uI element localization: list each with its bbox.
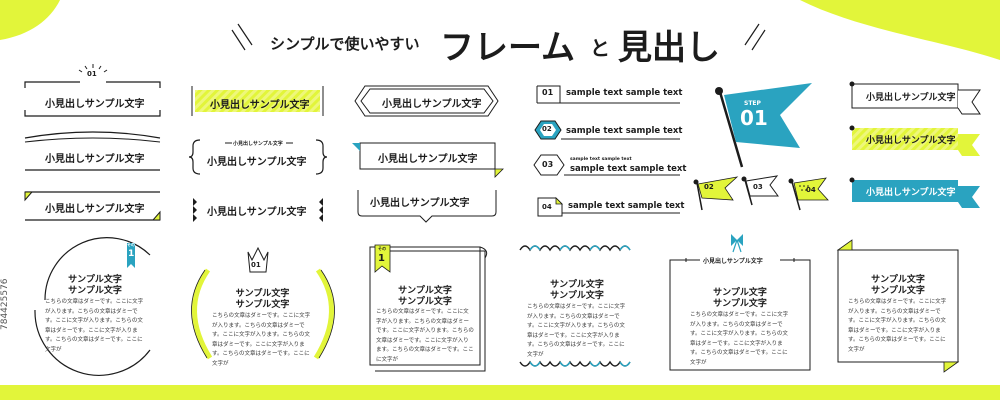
num-03: 03 bbox=[542, 160, 554, 169]
card1-title1: サンプル文字 bbox=[68, 275, 122, 285]
ribbon-lime-label: 小見出しサンプル文字 bbox=[866, 136, 956, 146]
header-title-end: 見出し bbox=[618, 28, 720, 68]
flag-02: 02 bbox=[704, 183, 714, 191]
card3-tag-sono: その bbox=[378, 246, 386, 251]
heading-frame-2: 小見出しサンプル文字 bbox=[45, 154, 145, 165]
flag-04: 04 bbox=[806, 186, 816, 194]
heading-frame-1: 小見出しサンプル文字 bbox=[45, 99, 145, 110]
ribbon-teal-label: 小見出しサンプル文字 bbox=[866, 188, 956, 198]
frame-number-01: 01 bbox=[87, 70, 97, 78]
flag-03: 03 bbox=[753, 183, 763, 191]
heading-triangle: 小見出しサンプル文字 bbox=[207, 207, 307, 218]
card3-title1: サンプル文字 bbox=[398, 286, 452, 296]
heading-speech: 小見出しサンプル文字 bbox=[370, 198, 470, 209]
card2-crown-num: 01 bbox=[251, 261, 261, 269]
card2-title1: サンプル文字 bbox=[235, 289, 290, 299]
card5-title1: サンプル文字 bbox=[713, 288, 767, 298]
heading-ribbon-box: 小見出しサンプル文字 bbox=[378, 154, 478, 165]
card6-title2: サンプル文字 bbox=[871, 286, 925, 296]
card1-tag-num: 1 bbox=[128, 249, 135, 259]
sample-text-3: sample text sample text bbox=[570, 164, 687, 174]
card3-body: こちらの文章はダミーです。ここに文字が入ります。こちらの文章はダミーです。ここに… bbox=[376, 309, 474, 363]
heading-frame-3: 小見出しサンプル文字 bbox=[45, 204, 145, 215]
card3-title2: サンプル文字 bbox=[398, 297, 452, 307]
sample-text-small: sample text sample text bbox=[570, 157, 632, 162]
num-01: 01 bbox=[542, 88, 554, 97]
card6-body: こちらの文章はダミーです。ここに文字が入ります。こちらの文章はダミーです。ここに… bbox=[848, 299, 947, 353]
card1-tag-sono: その bbox=[127, 242, 135, 247]
card5-title2: サンプル文字 bbox=[713, 299, 767, 309]
sample-text-1: sample text sample text bbox=[566, 88, 683, 98]
num-04: 04 bbox=[542, 203, 552, 211]
flag-step-number: 01 bbox=[740, 106, 768, 130]
card5-body: こちらの文章はダミーです。ここに文字が入ります。こちらの文章はダミーです。ここに… bbox=[690, 312, 789, 366]
card1-body: こちらの文章はダミーです。ここに文字が入ります。こちらの文章はダミーです。ここに… bbox=[45, 299, 144, 353]
heading-brace-small: 小見出しサンプル文字 bbox=[233, 141, 283, 147]
card2-body: こちらの文章はダミーです。ここに文字が入ります。こちらの文章はダミーです。ここに… bbox=[212, 313, 311, 367]
card1-title2: サンプル文字 bbox=[68, 286, 122, 296]
flag-step-label: STEP bbox=[744, 100, 761, 107]
card3-tag-num: 1 bbox=[378, 253, 385, 264]
card2-title2: サンプル文字 bbox=[235, 300, 290, 310]
card4-title2: サンプル文字 bbox=[550, 291, 604, 301]
heading-hexagon: 小見出しサンプル文字 bbox=[382, 99, 482, 110]
ribbon-white-label: 小見出しサンプル文字 bbox=[866, 93, 956, 103]
heading-striped: 小見出しサンプル文字 bbox=[210, 100, 310, 111]
header-title-big: フレーム bbox=[440, 28, 575, 68]
header-title-to: と bbox=[590, 36, 610, 60]
num-02: 02 bbox=[542, 125, 552, 133]
card5-header-label: 小見出しサンプル文字 bbox=[703, 258, 763, 265]
sample-text-2: sample text sample text bbox=[566, 126, 683, 136]
heading-brace: 小見出しサンプル文字 bbox=[207, 157, 307, 168]
card4-title1: サンプル文字 bbox=[550, 280, 604, 290]
card4-body: こちらの文章はダミーです。ここに文字が入ります。こちらの文章はダミーです。ここに… bbox=[527, 304, 626, 358]
side-id-text: 784425576 bbox=[0, 278, 10, 330]
card6-title1: サンプル文字 bbox=[871, 275, 925, 285]
sample-text-4: sample text sample text bbox=[568, 201, 685, 211]
header-title-left: シンプルで使いやすい bbox=[270, 35, 420, 53]
